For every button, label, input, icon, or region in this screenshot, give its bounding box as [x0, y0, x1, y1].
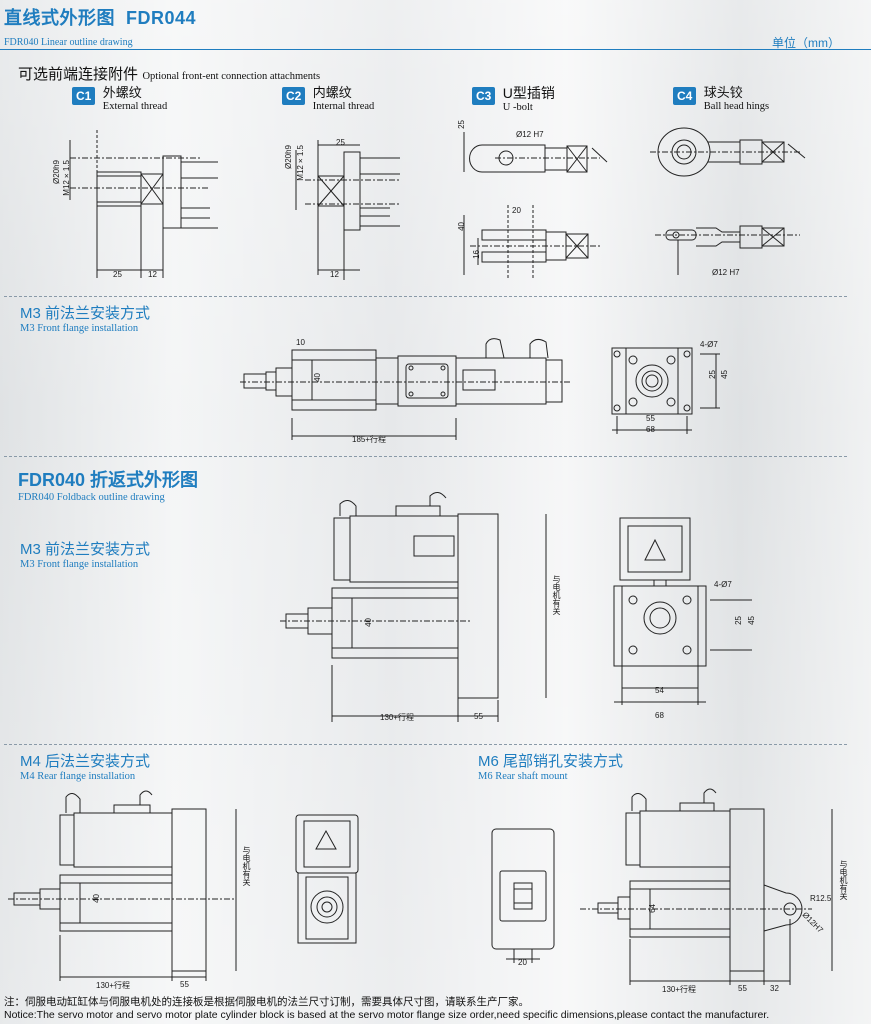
- m4-dim-40: 40: [92, 894, 101, 903]
- divider-3: [4, 744, 847, 745]
- note-cn: 注：伺服电动缸缸体与伺服电机处的连接板是根据伺服电机的法兰尺寸订制，需要具体尺寸…: [4, 996, 529, 1008]
- c1-badge: C1: [72, 87, 96, 105]
- c3-dim-hole: Ø12 H7: [516, 130, 544, 139]
- section-m6: M6 尾部销孔安装方式 M6 Rear shaft mount: [478, 750, 623, 782]
- attachment-c3-label: C3 U型插销 U -bolt: [472, 85, 555, 114]
- c3-side-drawing: [463, 205, 600, 280]
- c2-dim-flange: 12: [330, 270, 339, 279]
- c1-dim-thread: M12×1.5: [62, 160, 71, 196]
- m6-title-en: M6 Rear shaft mount: [478, 771, 568, 782]
- c1-name-en: External thread: [102, 101, 168, 112]
- m4-dim-55: 55: [180, 980, 189, 989]
- page-subtitle: FDR040 Linear outline drawing: [4, 37, 133, 48]
- c1-dim-length: 25: [113, 270, 122, 279]
- c4-name-en: Ball head hings: [703, 101, 770, 112]
- divider-1: [4, 296, 847, 297]
- c2-name-en: Internal thread: [312, 101, 375, 112]
- m6-dim-55: 55: [738, 984, 747, 993]
- c2-dim-length: 25: [336, 138, 345, 147]
- c3-badge: C3: [472, 87, 496, 105]
- c2-drawing: [295, 140, 400, 280]
- c1-dim-diameter: Ø20h9: [52, 160, 61, 185]
- m3-linear-title-cn: M3 前法兰安装方式: [20, 305, 151, 322]
- m6-dim-64: 64: [648, 904, 657, 913]
- c1-dim-flange: 12: [148, 270, 157, 279]
- c3-dim-slot: 16: [472, 250, 481, 259]
- page-title: 直线式外形图 FDR044: [4, 4, 196, 30]
- c2-dim-thread: M12×1.5: [296, 145, 305, 181]
- m6-dim-length: 130+行程: [662, 985, 697, 994]
- note-en: Notice:The servo motor and servo motor p…: [4, 1009, 770, 1021]
- c4-dim-hole: Ø12 H7: [712, 268, 740, 277]
- header-divider: [0, 49, 871, 51]
- title-model: FDR044: [126, 8, 197, 28]
- attachment-c4-label: C4 球头铰 Ball head hings: [673, 85, 770, 113]
- c1-drawing: [69, 130, 218, 278]
- m4-m6-drawings: [8, 788, 833, 985]
- section-m3-fold: M3 前法兰安装方式 M3 Front flange installation: [20, 538, 150, 570]
- m3-linear-dim-length: 185+行程: [352, 435, 387, 444]
- foldback-title-cn: 折返式外形图: [90, 470, 199, 490]
- c2-name-cn: 内螺纹: [312, 85, 352, 100]
- m3-fold-dim-55: 55: [474, 712, 483, 721]
- m3-fold-dim-54: 54: [655, 686, 664, 695]
- m3-linear-drawing: [240, 338, 720, 440]
- m3-fold-title-en: M3 Front flange installation: [20, 559, 139, 570]
- m3-fold-dim-68: 68: [655, 711, 664, 720]
- m3-linear-dim-10: 10: [296, 338, 305, 347]
- m4-dim-length: 130+行程: [96, 981, 131, 990]
- c3-name-en: U -bolt: [502, 102, 533, 113]
- m3-linear-dim-40: 40: [313, 373, 322, 382]
- c4-top-drawing: [650, 127, 806, 177]
- attachment-c1-label: C1 外螺纹 External thread: [72, 85, 168, 113]
- c4-name-cn: 球头铰: [703, 85, 743, 100]
- attachments-drawings: [69, 127, 806, 280]
- m3-fold-dim-40: 40: [364, 618, 373, 627]
- c4-badge: C4: [673, 87, 697, 105]
- attachment-c2-label: C2 内螺纹 Internal thread: [282, 85, 375, 113]
- title-cn: 直线式外形图: [4, 8, 115, 28]
- attachments-title-en: Optional front-ent connection attachment…: [142, 71, 321, 82]
- m3-fold-dim-motor: 与电机有关: [552, 575, 561, 615]
- c3-dim-width: 20: [512, 206, 521, 215]
- m3-linear-dim-68: 68: [646, 425, 655, 434]
- m3-linear-dim-55: 55: [646, 414, 655, 423]
- m4-title-en: M4 Rear flange installation: [20, 771, 136, 782]
- section-foldback: FDR040 折返式外形图 FDR040 Foldback outline dr…: [18, 466, 198, 503]
- c1-name-cn: 外螺纹: [102, 85, 142, 100]
- m6-dim-20: 20: [518, 958, 527, 967]
- m4-title-cn: M4 后法兰安装方式: [20, 753, 151, 770]
- m3-fold-dim-45: 45: [747, 616, 756, 625]
- foldback-model: FDR040: [18, 470, 86, 490]
- c3-name-cn: U型插销: [502, 85, 555, 101]
- m6-dim-radius: R12.5: [810, 894, 832, 903]
- c3-dim-height: 25: [457, 120, 466, 129]
- m6-dim-32: 32: [770, 984, 779, 993]
- m3-fold-drawing: [280, 492, 752, 722]
- m3-linear-dim-45: 45: [720, 370, 729, 379]
- m3-fold-dim-25: 25: [734, 616, 743, 625]
- m6-title-cn: M6 尾部销孔安装方式: [478, 753, 624, 770]
- c3-top-drawing: [463, 132, 608, 173]
- attachments-title-cn: 可选前端连接附件: [18, 66, 139, 83]
- m3-linear-title-en: M3 Front flange installation: [20, 323, 139, 334]
- m3-fold-title-cn: M3 前法兰安装方式: [20, 541, 151, 558]
- unit-label: 单位（mm）: [772, 36, 840, 50]
- m6-dim-motor: 与电机有关: [839, 860, 848, 900]
- section-m4: M4 后法兰安装方式 M4 Rear flange installation: [20, 750, 150, 782]
- m3-linear-dim-25: 25: [708, 370, 717, 379]
- m3-fold-dim-holes: 4-Ø7: [714, 580, 732, 589]
- m3-fold-dim-length: 130+行程: [380, 713, 415, 722]
- c4-side-drawing: [655, 225, 800, 275]
- m3-linear-dim-holes: 4-Ø7: [700, 340, 718, 349]
- foldback-title-en: FDR040 Foldback outline drawing: [18, 492, 165, 503]
- divider-2: [4, 456, 847, 457]
- m4-dim-motor: 与电机有关: [242, 846, 251, 886]
- c2-badge: C2: [282, 87, 306, 105]
- attachments-heading: 可选前端连接附件 Optional front-ent connection a…: [18, 63, 320, 84]
- section-m3-linear: M3 前法兰安装方式 M3 Front flange installation: [20, 302, 150, 334]
- c2-dim-diameter: Ø20h9: [284, 145, 293, 170]
- c3-dim-side-height: 40: [457, 222, 466, 231]
